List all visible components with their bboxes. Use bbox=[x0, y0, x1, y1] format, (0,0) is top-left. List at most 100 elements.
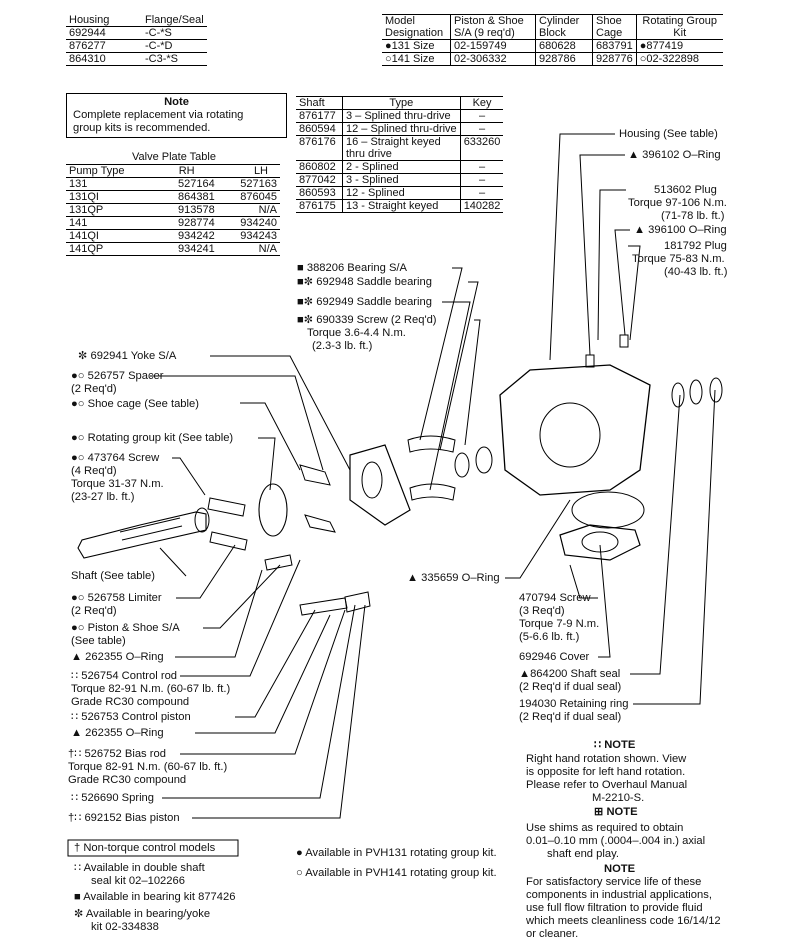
leader-line bbox=[579, 154, 625, 356]
leader-line bbox=[235, 609, 316, 718]
limiter-part bbox=[209, 531, 248, 551]
table-cell: 934241 bbox=[178, 243, 215, 255]
housing-part bbox=[499, 364, 651, 496]
label-screw: ●○ 473764 Screw bbox=[71, 452, 160, 464]
table-cell: 12 - Splined bbox=[342, 186, 461, 200]
label-spacer-qty: (2 Req'd) bbox=[71, 383, 117, 395]
legend-item: ■ Available in bearing kit 877426 bbox=[74, 891, 236, 903]
table-cell: 876277 bbox=[69, 40, 106, 52]
label-control-rod: ∷ 526754 Control rod bbox=[71, 670, 178, 682]
leader-line bbox=[180, 559, 301, 677]
leader-line bbox=[159, 547, 187, 577]
large-o-ring-part bbox=[571, 491, 645, 529]
leader-line bbox=[598, 544, 611, 658]
label-housing: Housing (See table) bbox=[619, 128, 718, 140]
legend-item: kit 02-334838 bbox=[91, 921, 159, 933]
shoe-cage-header: Shoe Cage bbox=[592, 14, 637, 40]
note3-line: use full flow filtration to provide flui… bbox=[526, 902, 703, 914]
label-saddle-screw-torque: Torque 3.6-4.4 N.m. bbox=[307, 327, 406, 339]
shaft-end bbox=[194, 507, 210, 533]
table-cell: – bbox=[478, 123, 486, 135]
table-cell: 928774 bbox=[178, 217, 215, 229]
label-control-rod-grade: Grade RC30 compound bbox=[71, 696, 190, 708]
label-cover-screw-torque-ft: (5-6.6 lb. ft.) bbox=[519, 631, 580, 643]
label-spring: ∷ 526690 Spring bbox=[71, 792, 155, 804]
shoe-cage-part bbox=[258, 483, 288, 537]
label-shoe-cage: ●○ Shoe cage (See table) bbox=[71, 398, 199, 410]
shaft-drawing bbox=[77, 511, 207, 559]
shaft-header: Shaft bbox=[296, 96, 343, 110]
leader-line bbox=[176, 544, 236, 599]
table-cell: 02-306332 bbox=[450, 52, 536, 66]
label-screw-torque-ft: (23-27 lb. ft.) bbox=[71, 491, 135, 503]
table-cell: 928776 bbox=[592, 52, 637, 66]
note-box: Note Complete replacement via rotating g… bbox=[66, 93, 287, 138]
note1-line: is opposite for left hand rotation. bbox=[526, 766, 686, 778]
table-cell: 876175 bbox=[296, 199, 343, 213]
label-yoke: ✼ 692941 Yoke S/A bbox=[78, 350, 177, 362]
table-cell: – bbox=[478, 187, 486, 199]
table-cell: ●877419 bbox=[639, 40, 684, 52]
spacer-part bbox=[299, 464, 331, 486]
table-cell: 16 – Straight keyed thru drive bbox=[342, 135, 461, 161]
table-cell: ●131 Size bbox=[382, 39, 451, 53]
shaft-spline bbox=[119, 517, 183, 541]
table-cell: 131 bbox=[69, 178, 88, 190]
leader-line bbox=[172, 457, 206, 496]
leader-line bbox=[175, 569, 263, 658]
leader-line bbox=[150, 375, 324, 471]
label-cover-screw-qty: (3 Req'd) bbox=[519, 605, 565, 617]
lh-header: LH bbox=[253, 165, 268, 177]
label-saddle-bearing-2: ■✼ 692949 Saddle bearing bbox=[297, 296, 432, 308]
label-o-ring-396100: ▲ 396100 O–Ring bbox=[634, 224, 727, 236]
plug-part bbox=[585, 354, 595, 368]
label-spacer: ●○ 526757 Spacer bbox=[71, 370, 164, 382]
table-cell: -C3-*S bbox=[145, 53, 179, 65]
note3-line: which meets cleanliness code 16/14/12 bbox=[526, 915, 721, 927]
table-cell: 141QI bbox=[69, 230, 99, 242]
label-bias-rod-torque: Torque 82-91 N.m. (60-67 lb. ft.) bbox=[68, 761, 228, 773]
housing-bore bbox=[539, 402, 601, 468]
label-rotating-group: ●○ Rotating group kit (See table) bbox=[71, 432, 234, 444]
note-line: Complete replacement via rotating bbox=[73, 109, 244, 121]
label-screw-torque: Torque 31-37 N.m. bbox=[71, 478, 164, 490]
yoke-bore bbox=[361, 461, 383, 499]
table-cell: 140282 bbox=[463, 200, 501, 212]
leader-line bbox=[633, 389, 716, 705]
leader-line bbox=[192, 604, 366, 819]
table-cell: -C-*D bbox=[145, 40, 173, 52]
label-cover-screw-torque: Torque 7-9 N.m. bbox=[519, 618, 600, 630]
note2-title: ⊞ NOTE bbox=[594, 806, 638, 818]
leader-line bbox=[419, 267, 463, 441]
yoke-part bbox=[349, 444, 411, 526]
leader-line bbox=[549, 133, 615, 361]
leader-line bbox=[464, 319, 481, 446]
table-cell: ○141 Size bbox=[382, 52, 451, 66]
table-cell: 12 – Splined thru-drive bbox=[342, 122, 461, 136]
leader-line bbox=[597, 189, 626, 341]
table-cell: 141QP bbox=[69, 243, 104, 255]
legend-mid-item: ● Available in PVH131 rotating group kit… bbox=[296, 847, 497, 859]
label-bias-rod: †∷ 526752 Bias rod bbox=[68, 748, 166, 760]
limiter-part bbox=[207, 497, 246, 517]
leader-line bbox=[439, 281, 479, 451]
table-cell: 13 - Straight keyed bbox=[342, 199, 461, 213]
table-cell: 928786 bbox=[535, 52, 593, 66]
label-saddle-screw: ■✼ 690339 Screw (2 Req'd) bbox=[297, 314, 437, 326]
table-cell: 934243 bbox=[240, 230, 277, 242]
label-cover-screw: 470794 Screw bbox=[519, 592, 591, 604]
note2-line: Use shims as required to obtain bbox=[526, 822, 684, 834]
o-ring-part bbox=[475, 446, 493, 474]
spacer-part bbox=[304, 514, 336, 533]
note2-line: 0.01–0.10 mm (.0004–.004 in.) axial bbox=[526, 835, 706, 847]
label-plug-181792: 181792 Plug bbox=[664, 240, 727, 252]
table-cell: 934240 bbox=[240, 217, 277, 229]
label-plug-513602: 513602 Plug bbox=[654, 184, 717, 196]
rh-header: RH bbox=[178, 165, 195, 177]
legend-item: ✼ Available in bearing/yoke bbox=[74, 908, 211, 920]
table-cell: 876045 bbox=[240, 191, 277, 203]
leader-line bbox=[258, 437, 276, 491]
table-cell: 683791 bbox=[592, 39, 637, 53]
